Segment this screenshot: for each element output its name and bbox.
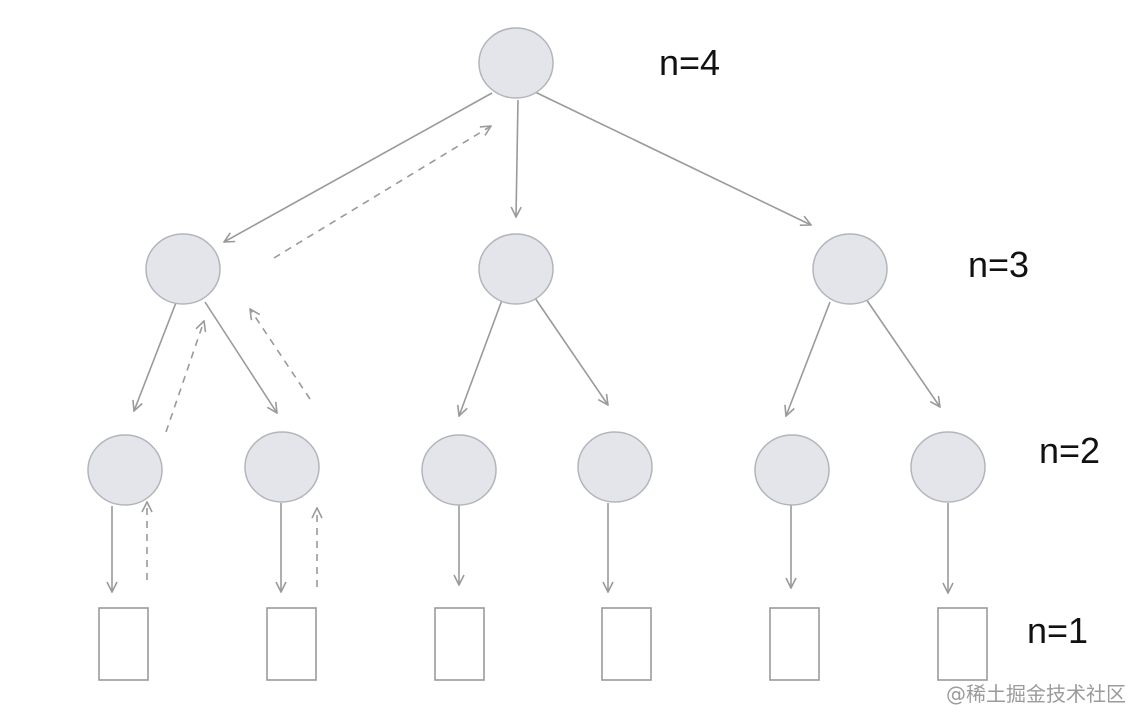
leaf-2 [266,607,317,681]
node-level2-3 [421,434,497,506]
label-n3: n=3 [968,244,1029,285]
edge-root-to-middle [516,99,518,217]
edge-root-to-left [224,92,493,242]
node-level3-middle [478,233,554,305]
label-n2: n=2 [1039,430,1100,471]
tree-nodes [87,27,986,506]
tree-leaves [98,607,988,681]
return-l2b-to-l3a [250,309,311,400]
edge-l3a-to-l2a [134,299,178,411]
return-l3a-to-root [273,126,491,259]
node-level2-5 [754,434,830,506]
edge-l3c-to-l2e [786,301,831,416]
node-level2-6 [910,431,986,503]
edge-l3c-to-l2f [865,298,940,407]
label-n1: n=1 [1027,610,1088,651]
label-n4: n=4 [659,42,720,83]
edge-l3b-to-l2d [534,297,608,405]
node-level2-2 [244,431,320,503]
node-level3-left [145,233,221,305]
leaf-5 [769,607,820,681]
return-edges [147,126,491,587]
node-level3-right [812,233,888,305]
edge-l3b-to-l2c [459,299,503,416]
leaf-1 [98,607,149,681]
call-edges [112,91,948,593]
node-level2-4 [577,431,653,503]
return-l2a-to-l3a [165,321,204,433]
node-root [478,27,554,99]
leaf-4 [601,607,652,681]
leaf-6 [937,607,988,681]
edge-l3a-to-l2b [204,301,277,413]
node-level2-1 [87,434,163,506]
leaf-3 [434,607,485,681]
edge-root-to-right [534,91,811,225]
watermark: @稀土掘金技术社区 [946,682,1126,706]
